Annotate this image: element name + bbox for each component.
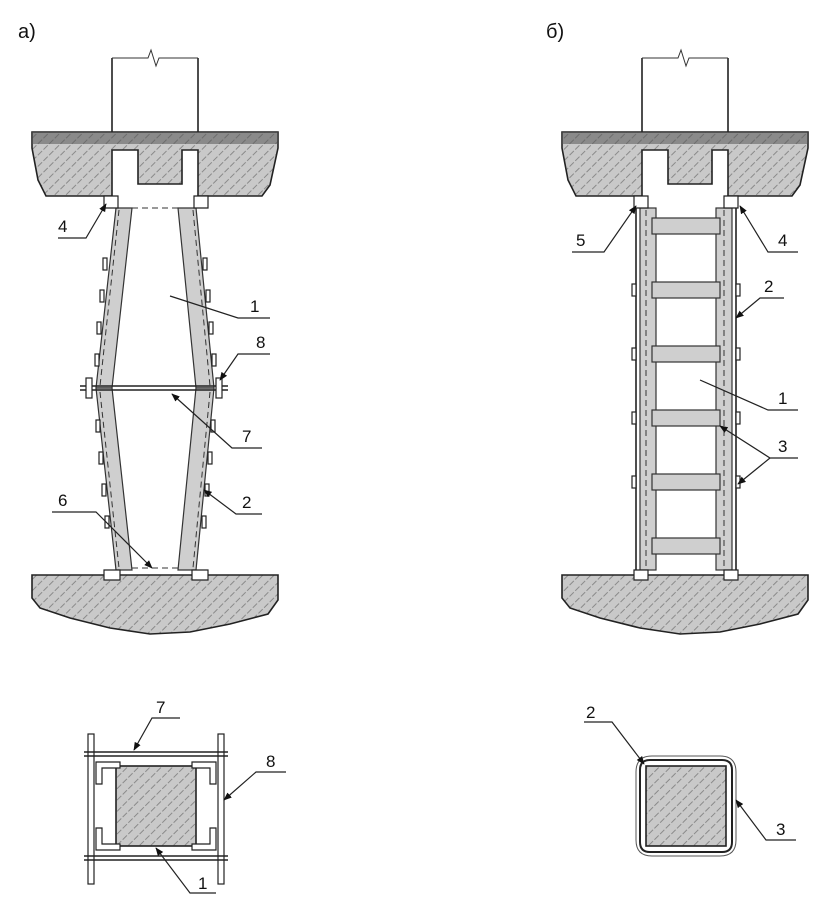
callout-6-label: 6 bbox=[58, 491, 67, 510]
panel-b-label: б) bbox=[546, 21, 564, 43]
callout-7-label: 7 bbox=[242, 427, 251, 446]
callout-2-a: 2 bbox=[203, 489, 262, 515]
callout-1-label: 1 bbox=[250, 297, 259, 316]
battens-b bbox=[651, 217, 721, 555]
upper-column-a bbox=[111, 48, 199, 132]
callout-4-label: 4 bbox=[58, 217, 67, 236]
section-callout-8-label: 8 bbox=[266, 752, 275, 771]
callout-4-label-b: 4 bbox=[778, 231, 787, 250]
section-callout-1-label: 1 bbox=[198, 874, 207, 893]
callout-5-label: 5 bbox=[576, 231, 585, 250]
section-callout-2-label: 2 bbox=[586, 703, 595, 722]
lug-plates-b bbox=[631, 283, 741, 489]
panel-a-label: а) bbox=[18, 21, 36, 43]
section-callout-3-label: 3 bbox=[776, 820, 785, 839]
section-b-core bbox=[645, 765, 727, 847]
callout-3-b: 3 bbox=[719, 425, 798, 485]
section-b: 2 3 bbox=[584, 703, 796, 857]
callout-1-label-b: 1 bbox=[778, 389, 787, 408]
callout-7-a: 7 bbox=[171, 393, 262, 449]
top-beam-b bbox=[561, 131, 809, 197]
bearing-plates-b bbox=[633, 195, 739, 581]
upper-column-b bbox=[641, 48, 729, 132]
callout-3-label-b: 3 bbox=[778, 437, 787, 456]
bearing-plates-a bbox=[103, 195, 209, 581]
section-a: 7 8 1 bbox=[84, 698, 286, 894]
callout-2-b: 2 bbox=[735, 277, 784, 319]
callout-5-b: 5 bbox=[572, 205, 637, 253]
lug-plates-a bbox=[94, 257, 217, 529]
section-a-angles bbox=[95, 761, 217, 851]
section-b-casing bbox=[639, 759, 733, 853]
right-angle-a bbox=[177, 207, 215, 571]
foundation-a bbox=[31, 574, 279, 635]
callout-1-a: 1 bbox=[169, 295, 270, 319]
panel-b: б) bbox=[546, 21, 809, 635]
top-beam-a bbox=[31, 131, 279, 197]
callout-8-a: 8 bbox=[219, 333, 270, 381]
section-b-batten-outline bbox=[635, 755, 737, 857]
callout-4-b: 4 bbox=[739, 205, 798, 253]
callout-2-label-b: 2 bbox=[764, 277, 773, 296]
foundation-b bbox=[561, 574, 809, 635]
left-angle-a bbox=[95, 207, 133, 571]
callout-2-label: 2 bbox=[242, 493, 251, 512]
callout-4-a: 4 bbox=[58, 203, 107, 239]
section-callout-7-a: 7 bbox=[133, 698, 180, 751]
section-callout-1-a: 1 bbox=[155, 847, 216, 894]
top-slab-b bbox=[562, 132, 808, 144]
section-callout-3-b: 3 bbox=[735, 799, 796, 841]
callout-1-b: 1 bbox=[699, 379, 798, 411]
callout-6-a: 6 bbox=[52, 491, 153, 569]
top-slab-a bbox=[32, 132, 278, 144]
section-callout-8-a: 8 bbox=[223, 752, 286, 801]
section-callout-7-label: 7 bbox=[156, 698, 165, 717]
tie-bolt-a bbox=[80, 377, 228, 399]
callout-8-label: 8 bbox=[256, 333, 265, 352]
panel-a: а) bbox=[18, 21, 279, 635]
section-callout-2-b: 2 bbox=[584, 703, 645, 765]
section-a-core bbox=[115, 765, 197, 847]
